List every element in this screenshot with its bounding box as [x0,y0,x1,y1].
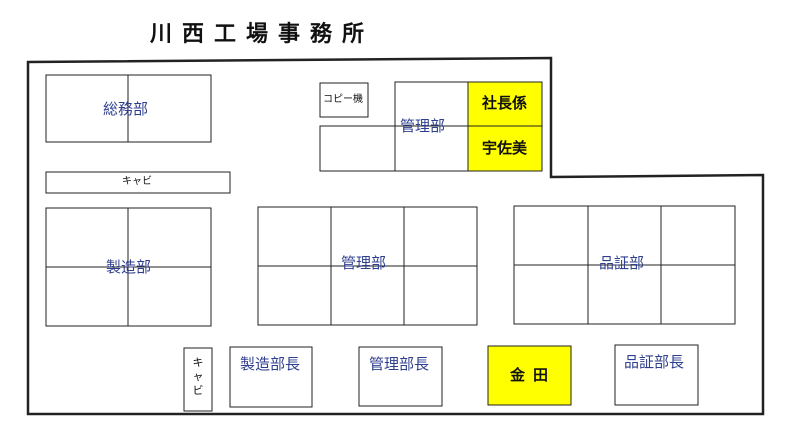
seizo-bucho-desk [229,346,313,408]
kanri-top-label: 管理部 [400,117,446,135]
hinsho-bucho-label: 品証部長 [624,353,685,371]
soumu-label: 総務部 [103,100,149,118]
seizo-bucho-label: 製造部長 [240,355,301,373]
kaneda-desk [487,345,572,406]
usami-cell [467,125,543,172]
kanri-mid-label: 管理部 [341,254,387,272]
shacho-cell [467,81,543,127]
shacho-label: 社長係 [482,94,528,112]
kaneda-label: 金田 [510,366,557,384]
cabinet-h-label: キャビ [122,176,152,187]
page-title: 川西工場事務所 [150,22,375,47]
cabinet-vertical [183,347,213,412]
cabinet-v-label: キャビ [192,356,204,397]
usami-label: 宇佐美 [482,139,528,157]
kanri-bucho-label: 管理部長 [369,355,430,373]
cabinet-horizontal [45,171,231,194]
copier-box [319,82,369,118]
copier-label: コピー機 [323,94,363,105]
building-outline [26,56,765,416]
hinsho-label: 品証部 [599,254,645,272]
kanri-top-left-desk [319,125,396,172]
hinsho-bucho-desk [614,344,699,406]
seizo-label: 製造部 [106,258,152,276]
kanri-bucho-desk [358,346,443,407]
